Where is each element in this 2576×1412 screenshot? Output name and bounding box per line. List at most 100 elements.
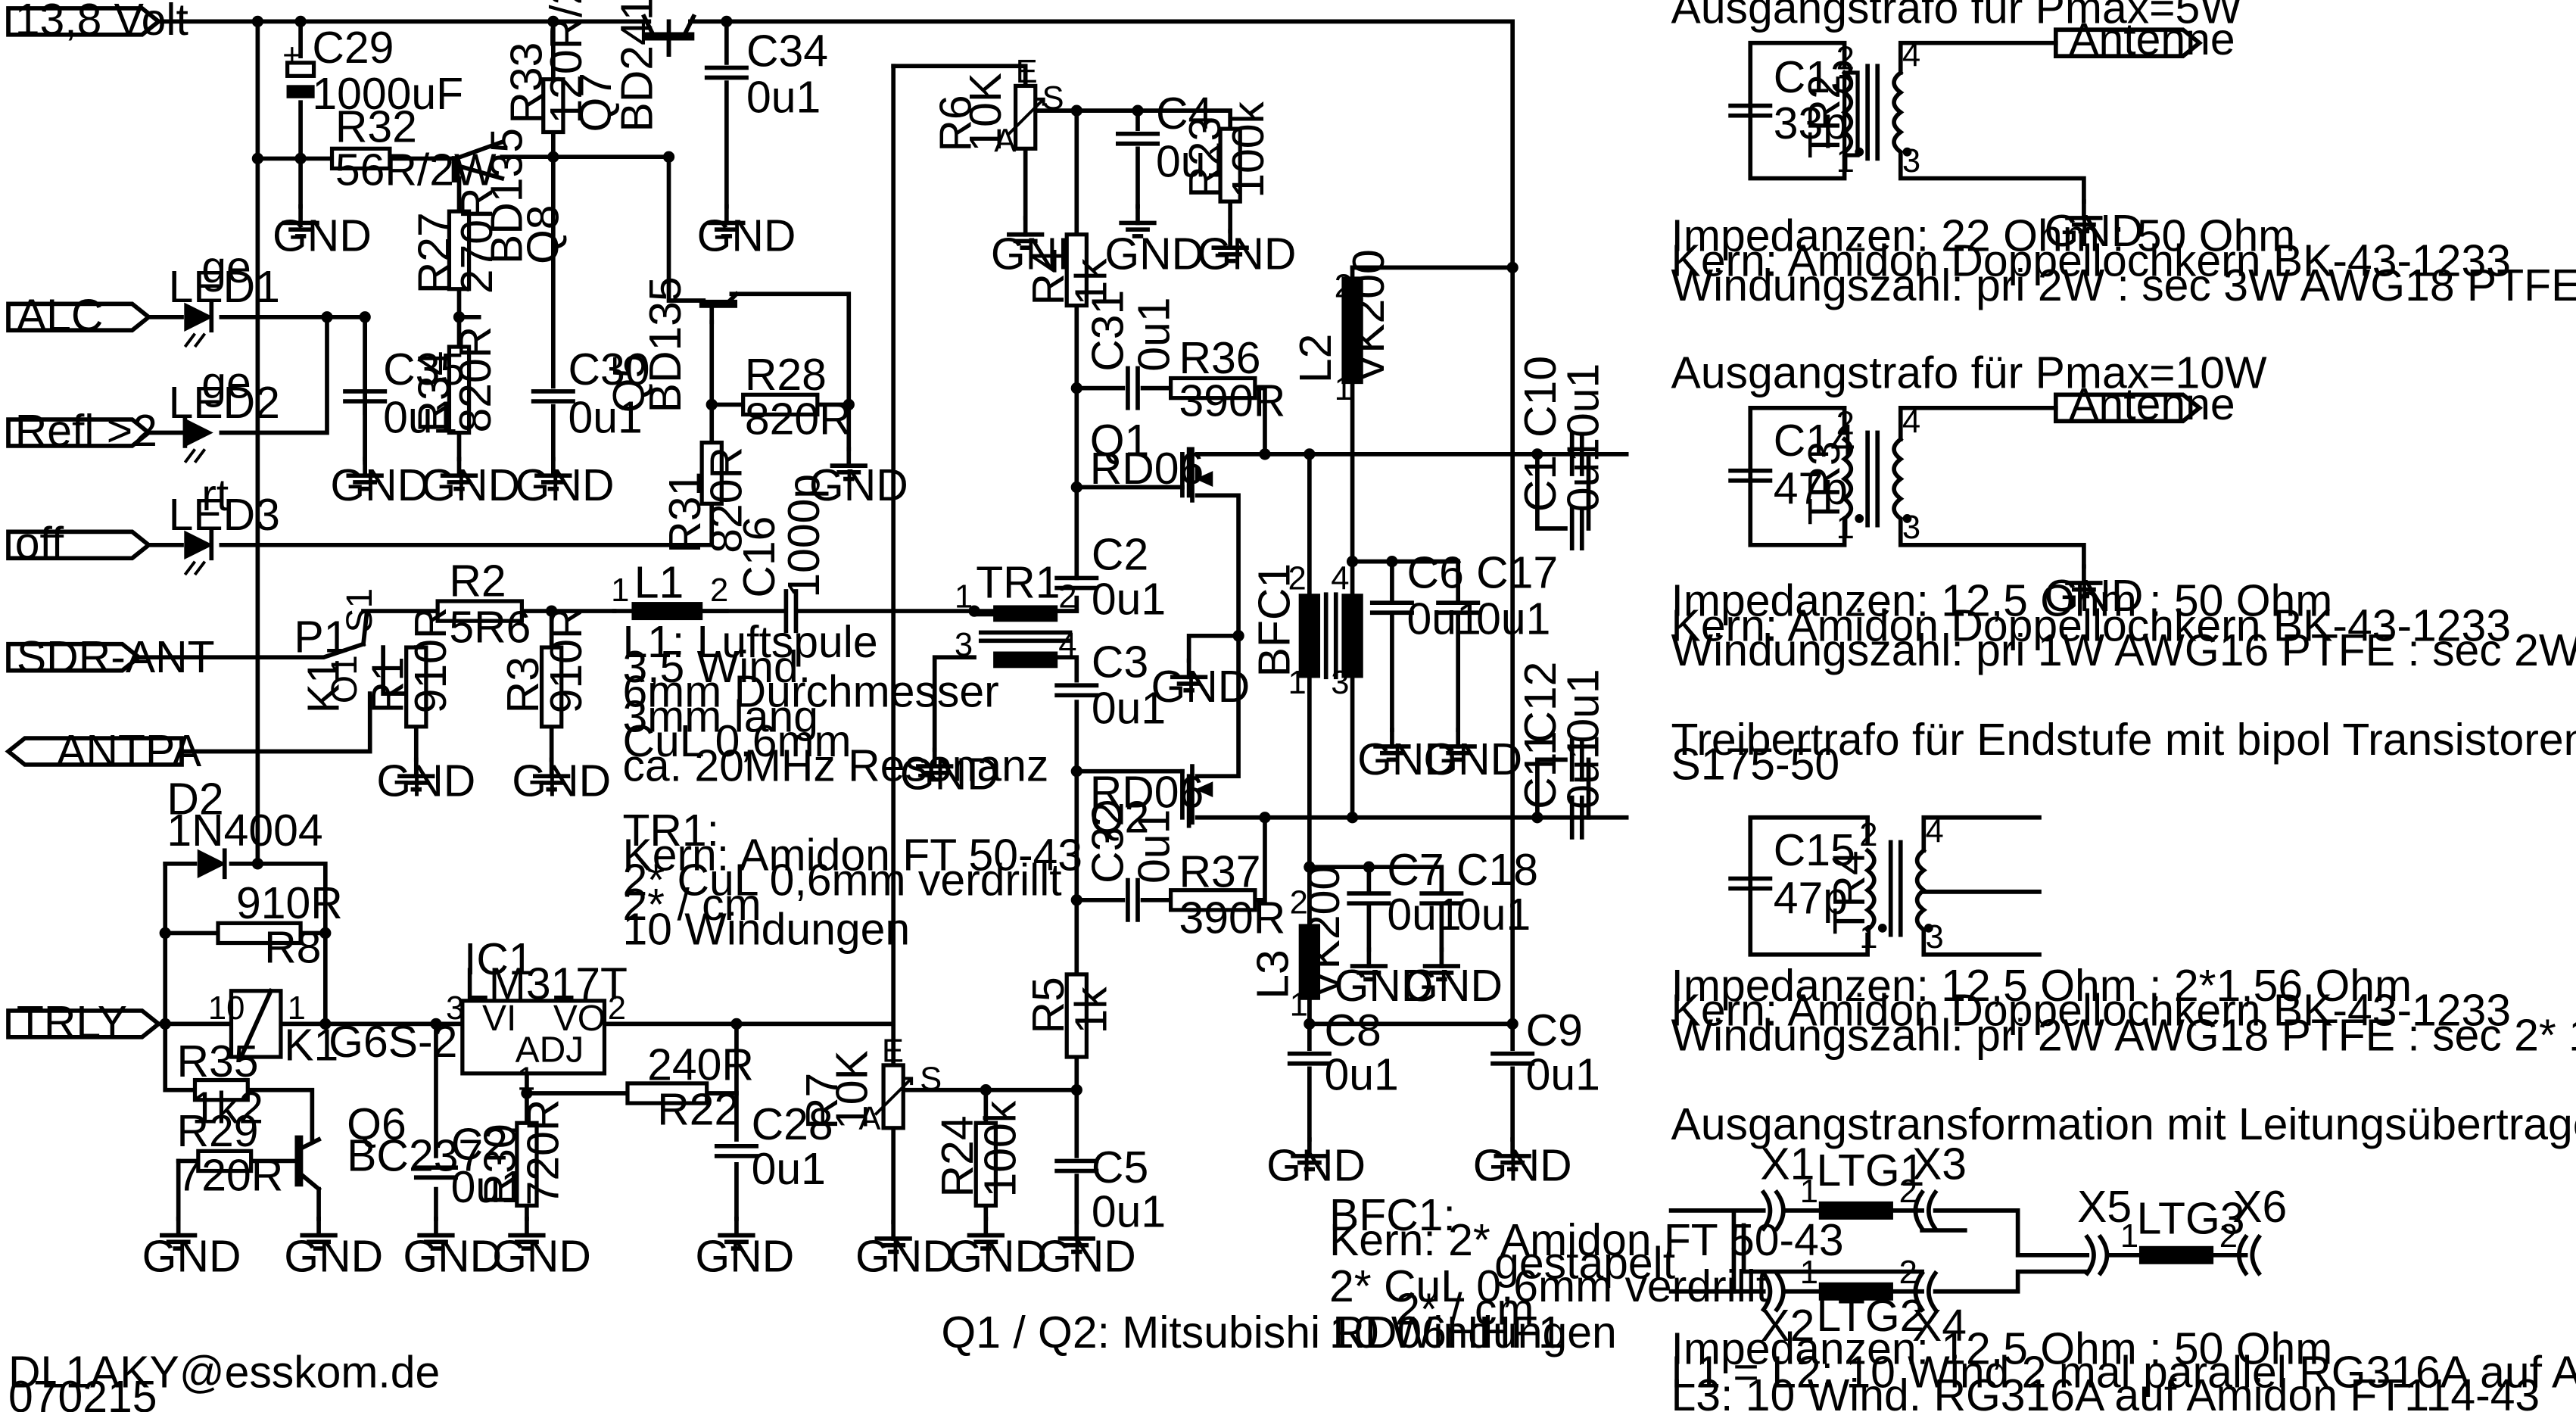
svg-text:Kern: Amidon Doppellochkern BK: Kern: Amidon Doppellochkern BK-43-1233 (1671, 987, 2511, 1036)
svg-text:L1 = L2: 10 Wind 2 mal paralle: L1 = L2: 10 Wind 2 mal parallel RG316A a… (1671, 1348, 2576, 1397)
svg-text:S1: S1 (340, 588, 380, 633)
svg-text:Impedanzen: 12,5 Ohm : 2*1,56: Impedanzen: 12,5 Ohm : 2*1,56 Ohm (1671, 962, 2412, 1011)
svg-text:R7: R7 (798, 1073, 847, 1130)
svg-text:6mm Durchmesser: 6mm Durchmesser (622, 668, 998, 717)
svg-text:C13: C13 (1774, 53, 1855, 102)
svg-text:2: 2 (710, 572, 728, 609)
c35: C35 0u1 GND (330, 345, 465, 510)
svg-text:0u1: 0u1 (1456, 890, 1531, 940)
svg-text:2* / cm: 2* / cm (1395, 1285, 1534, 1334)
svg-text:K1: K1 (299, 659, 348, 713)
r8: R8 910R R8 (216, 879, 343, 973)
svg-text:2: 2 (1899, 1174, 1917, 1210)
svg-text:1: 1 (1290, 987, 1308, 1023)
svg-text:L1: Luftspule: L1: Luftspule (622, 618, 877, 667)
svg-text:BC237: BC237 (347, 1132, 483, 1181)
svg-text:C6: C6 (1407, 549, 1464, 598)
author: DL1AKY@esskom.de (8, 1348, 440, 1397)
svg-text:ALC: ALC (17, 291, 104, 340)
svg-text:10K: 10K (827, 1050, 877, 1130)
svg-text:TR3: TR3 (1800, 441, 1849, 525)
svg-text:13,8 Volt: 13,8 Volt (15, 0, 188, 45)
c27: C27 0u1 GND (403, 1120, 532, 1281)
svg-text:2: 2 (1288, 561, 1307, 597)
svg-text:2: 2 (1899, 1255, 1917, 1291)
svg-text:1k: 1k (1067, 987, 1117, 1034)
svg-text:R6: R6 (932, 95, 981, 151)
svg-text:BD135: BD135 (641, 276, 690, 413)
svg-text:R23: R23 (1181, 117, 1230, 198)
svg-text:C4: C4 (1156, 89, 1213, 139)
svg-text:VK200: VK200 (1300, 865, 1349, 999)
svg-text:270R: 270R (453, 188, 502, 295)
svg-text:GND: GND (1423, 735, 1522, 784)
svg-text:1k2: 1k2 (192, 1083, 263, 1133)
svg-text:Ausgangstransformation mit Lei: Ausgangstransformation mit Leitungsübert… (1671, 1100, 2576, 1149)
svg-text:IC1: IC1 (464, 935, 534, 984)
svg-text:R33: R33 (503, 42, 552, 124)
svg-text:GND: GND (1198, 230, 1297, 279)
svg-text:Kern: Amidon FT 50-43: Kern: Amidon FT 50-43 (622, 831, 1082, 881)
c34: C34 0u1 GND (697, 26, 828, 260)
svg-text:TR2: TR2 (1800, 74, 1849, 158)
svg-text:1k: 1k (1067, 258, 1117, 306)
c5: C5 0u1 GND (1037, 1143, 1166, 1282)
c28: C28 0u1 GND (695, 1100, 833, 1282)
svg-text:Kern: Amidon Doppellochkern BK: Kern: Amidon Doppellochkern BK-43-1233 (1671, 236, 2511, 285)
connector-trly: TRLY (6, 998, 163, 1047)
junctions (159, 15, 1543, 1099)
svg-text:C30: C30 (568, 345, 649, 394)
section-tr2: Ausgangstrafo für Pmax=5W C13 33p 21 43 … (1671, 0, 2576, 310)
svg-text:0u1: 0u1 (451, 1163, 525, 1212)
svg-text:47p: 47p (1774, 874, 1848, 923)
svg-text:Q5: Q5 (605, 354, 654, 413)
svg-text:GND: GND (142, 1233, 241, 1282)
svg-text:E: E (1016, 54, 1038, 90)
svg-text:X3: X3 (1912, 1139, 1967, 1189)
q-note: Q1 / Q2: Mitsubishi RD06HHF1 (941, 1308, 1562, 1357)
svg-text:4: 4 (1902, 37, 1920, 73)
svg-text:GND: GND (492, 1233, 591, 1282)
svg-text:R32: R32 (335, 103, 417, 152)
q7: Q7 BD241 (572, 0, 697, 132)
svg-text:X6: X6 (2232, 1183, 2287, 1232)
svg-text:0u1: 0u1 (1476, 595, 1550, 644)
svg-text:1000uF: 1000uF (312, 70, 463, 119)
svg-text:820R: 820R (451, 326, 500, 433)
svg-text:GND: GND (376, 756, 475, 806)
svg-text:Q2: Q2 (1090, 793, 1150, 842)
svg-text:1: 1 (1288, 665, 1307, 701)
svg-text:ca. 20MHz Resonanz: ca. 20MHz Resonanz (622, 742, 1048, 791)
svg-text:R4: R4 (1024, 248, 1073, 305)
svg-text:4: 4 (1925, 813, 1943, 849)
svg-text:100k: 100k (1224, 101, 1273, 198)
svg-text:R30: R30 (476, 1124, 525, 1205)
svg-text:47p: 47p (1774, 464, 1848, 513)
c16: C16 1000p (735, 474, 829, 631)
svg-text:GND: GND (1335, 962, 1434, 1011)
svg-text:910R: 910R (542, 607, 591, 714)
svg-text:10: 10 (208, 990, 245, 1027)
svg-text:Kern: Amidon Doppellochkern BK: Kern: Amidon Doppellochkern BK-43-1233 (1671, 601, 2511, 650)
svg-text:Ausgangstrafo für Pmax=5W: Ausgangstrafo für Pmax=5W (1671, 0, 2243, 33)
svg-text:R31: R31 (661, 472, 710, 553)
svg-text:2* / cm: 2* / cm (622, 881, 761, 930)
svg-text:GND: GND (1104, 230, 1204, 279)
svg-text:S: S (1042, 80, 1064, 117)
svg-text:SDR-ANT: SDR-ANT (17, 633, 215, 682)
svg-text:LTG1: LTG1 (1817, 1146, 1925, 1195)
svg-text:S175-50: S175-50 (1671, 740, 1840, 790)
svg-text:GND: GND (2045, 572, 2144, 621)
c8: C8 0u1 GND (1266, 1006, 1399, 1191)
svg-text:0u1: 0u1 (1156, 137, 1230, 186)
svg-text:X4: X4 (1912, 1301, 1967, 1351)
c9: C9 0u1 GND (1473, 1006, 1600, 1191)
svg-text:0u1: 0u1 (1129, 809, 1179, 884)
svg-text:820R: 820R (702, 447, 751, 553)
svg-text:GND: GND (284, 1233, 383, 1282)
r3: R3 910R GND (499, 607, 611, 806)
svg-text:10 Windungen: 10 Windungen (1329, 1308, 1617, 1357)
svg-text:LM317T: LM317T (464, 960, 628, 1009)
svg-text:2: 2 (1859, 817, 1877, 853)
svg-text:C14: C14 (1774, 416, 1855, 466)
